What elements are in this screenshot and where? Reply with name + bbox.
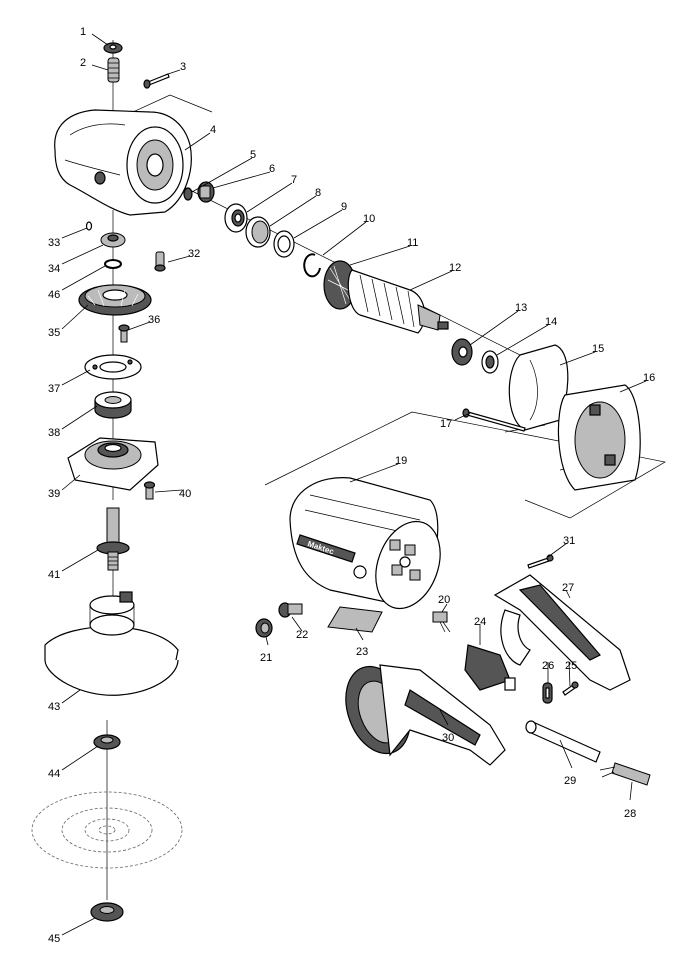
- part-label-8: 8: [315, 187, 321, 199]
- part-label-29: 29: [564, 775, 576, 787]
- part-32-shaft-lock-pin: [154, 251, 166, 272]
- part-29-side-grip: [525, 720, 601, 763]
- part-28-power-supply-cord: [599, 762, 651, 786]
- part-label-38: 38: [48, 427, 60, 439]
- part-1-flat-washer: [103, 42, 123, 54]
- part-label-19: 19: [395, 455, 407, 467]
- part-label-39: 39: [48, 488, 60, 500]
- part-4-gear-housing: [54, 109, 192, 216]
- part-22-brush-holder: [278, 602, 303, 618]
- part-6-spiral-bevel-gear: [197, 181, 215, 203]
- part-36-screw: [118, 324, 130, 343]
- part-label-21: 21: [260, 652, 272, 664]
- part-label-31: 31: [563, 535, 575, 547]
- part-label-12: 12: [449, 262, 461, 274]
- part-label-3: 3: [180, 61, 186, 73]
- part-10-retaining-ring: [303, 253, 321, 278]
- part-label-41: 41: [48, 569, 60, 581]
- part-20-carbon-brush: [432, 611, 451, 633]
- part-label-9: 9: [341, 201, 347, 213]
- part-label-37: 37: [48, 383, 60, 395]
- part-label-5: 5: [250, 149, 256, 161]
- part-label-40: 40: [179, 488, 191, 500]
- part-label-44: 44: [48, 768, 60, 780]
- part-19-motor-housing: Maktec: [289, 477, 441, 610]
- part-7-ball-bearing: [224, 203, 248, 233]
- part-33-pin: [85, 221, 93, 231]
- part-46-retaining-ring: [104, 259, 122, 269]
- part-label-2: 2: [80, 57, 86, 69]
- part-39-bearing-box: [67, 437, 159, 491]
- part-3-screw: [143, 73, 170, 89]
- part-label-27: 27: [562, 582, 574, 594]
- leader-lines: [61, 33, 647, 936]
- part-label-17: 17: [440, 418, 452, 430]
- part-label-35: 35: [48, 327, 60, 339]
- part-25-screw: [562, 681, 579, 696]
- part-43-wheel-guard: [44, 591, 179, 696]
- part-37-bearing-retainer: [84, 354, 142, 380]
- part-label-13: 13: [515, 302, 527, 314]
- part-label-45: 45: [48, 933, 60, 945]
- part-21-brush-holder-cap: [255, 618, 273, 638]
- part-34-needle-bearing: [100, 232, 126, 248]
- part-27-handle-cover: [493, 574, 631, 691]
- part-label-22: 22: [296, 629, 308, 641]
- grinding-wheel-outline: [31, 791, 183, 869]
- part-label-25: 25: [565, 660, 577, 672]
- part-label-16: 16: [643, 372, 655, 384]
- part-8-bearing-box: [245, 216, 271, 248]
- part-label-1: 1: [80, 26, 86, 38]
- part-label-32: 32: [188, 248, 200, 260]
- part-13-ball-bearing: [451, 338, 473, 366]
- part-44-inner-flange: [93, 734, 121, 750]
- part-14-rubber-ring: [481, 350, 499, 374]
- part-label-43: 43: [48, 701, 60, 713]
- part-label-14: 14: [545, 316, 557, 328]
- part-label-23: 23: [356, 646, 368, 658]
- part-35-spiral-bevel-gear: [78, 284, 152, 316]
- part-24-switch: [464, 644, 516, 691]
- part-label-20: 20: [438, 594, 450, 606]
- part-41-spindle: [96, 507, 130, 571]
- motor-housing-group-bracket: [264, 411, 666, 519]
- part-5-retaining-ring: [183, 187, 193, 201]
- part-9-flat-washer: [273, 230, 295, 258]
- part-label-15: 15: [592, 343, 604, 355]
- part-40-screw: [143, 481, 156, 500]
- part-label-11: 11: [407, 237, 418, 249]
- part-23-name-plate: [327, 606, 383, 633]
- part-16-field-stator: [557, 384, 641, 491]
- part-label-33: 33: [48, 237, 60, 249]
- part-label-10: 10: [363, 213, 375, 225]
- part-label-7: 7: [291, 174, 297, 186]
- part-label-28: 28: [624, 808, 636, 820]
- part-26-strain-relief: [542, 682, 553, 704]
- gear-housing-group-bracket: [119, 94, 213, 119]
- part-12-armature: [347, 269, 449, 334]
- part-label-4: 4: [210, 124, 216, 136]
- part-label-6: 6: [269, 163, 275, 175]
- part-31-screw: [527, 554, 554, 569]
- part-label-30: 30: [442, 732, 454, 744]
- part-label-26: 26: [542, 660, 554, 672]
- part-2-spring: [107, 57, 120, 83]
- part-38-ball-bearing: [94, 391, 132, 419]
- part-45-lock-nut: [90, 902, 124, 922]
- part-label-36: 36: [148, 314, 160, 326]
- part-label-34: 34: [48, 263, 60, 275]
- part-label-46: 46: [48, 289, 60, 301]
- part-label-24: 24: [474, 616, 486, 628]
